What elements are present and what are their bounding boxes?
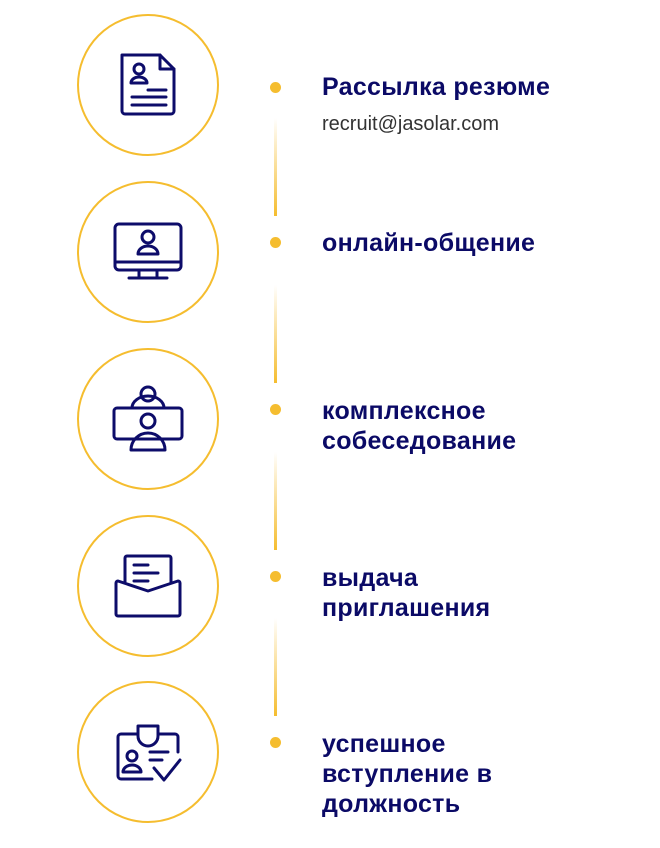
step-1-email[interactable]: recruit@jasolar.com — [322, 113, 500, 135]
step-5-title: успешное вступление в должность — [322, 730, 493, 818]
monitor-user-icon — [113, 222, 183, 280]
step-2-title: онлайн-общение — [322, 229, 536, 257]
step-2-circle — [77, 181, 219, 323]
envelope-letter-icon — [114, 554, 182, 618]
resume-icon — [120, 53, 176, 116]
step-1-title: Рассылка резюме — [322, 73, 551, 101]
step-3-title: комплексное собеседование — [322, 397, 517, 455]
interview-icon — [112, 385, 184, 452]
step-1-circle — [77, 14, 219, 156]
step-1-dot — [270, 82, 281, 93]
step-4-title: выдача приглашения — [322, 564, 491, 622]
step-4-dot — [270, 571, 281, 582]
connector-line — [274, 618, 277, 716]
step-2-dot — [270, 237, 281, 248]
step-3-circle — [77, 348, 219, 490]
connector-line — [274, 452, 277, 550]
connector-line — [274, 118, 277, 216]
step-3-dot — [270, 404, 281, 415]
step-5-circle — [77, 681, 219, 823]
connector-line — [274, 285, 277, 383]
step-5-dot — [270, 737, 281, 748]
step-4-circle — [77, 515, 219, 657]
badge-check-icon — [116, 724, 182, 782]
